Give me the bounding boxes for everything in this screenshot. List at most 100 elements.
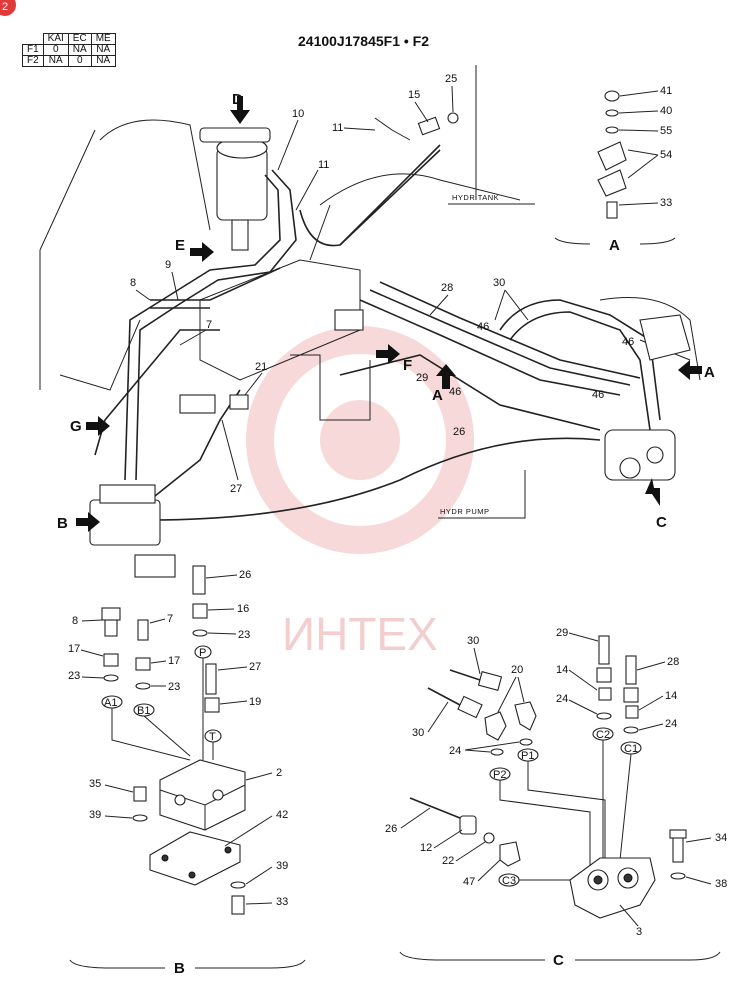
- detail-c: 30 30 20 24 P1 P2 C2 C1 C3 29 14: [385, 627, 727, 969]
- page-title: 24100J17845F1 • F2: [298, 33, 429, 49]
- table-row: F2 NA 0 NA: [22, 55, 116, 67]
- callout-46-a: 46: [477, 321, 489, 333]
- callout-29-c: 29: [556, 627, 568, 639]
- callout-10: 10: [292, 108, 304, 120]
- callout-54: 54: [660, 149, 672, 161]
- control-valve-b: [89, 484, 176, 578]
- page-badge: 2: [0, 0, 16, 16]
- view-label-g: G: [70, 418, 82, 435]
- callout-3: 3: [636, 926, 642, 938]
- callout-27-b: 27: [249, 661, 261, 673]
- table-cell: F2: [22, 55, 44, 67]
- port-p1: P1: [521, 750, 534, 762]
- callout-19: 19: [249, 696, 261, 708]
- table-cell: NA: [90, 55, 116, 67]
- callout-33-a: 33: [660, 197, 672, 209]
- callout-47: 47: [463, 876, 475, 888]
- callout-46-b: 46: [622, 336, 634, 348]
- view-label-a-right: A: [704, 364, 715, 381]
- callout-30-c2: 30: [412, 727, 424, 739]
- callout-24-c2: 24: [556, 693, 568, 705]
- view-label-a-main: A: [432, 387, 443, 404]
- pump-c: [604, 429, 676, 481]
- callout-26-b: 26: [239, 569, 251, 581]
- callout-11-mid: 11: [318, 159, 329, 171]
- view-label-b-detail: B: [174, 960, 185, 977]
- port-b1: B1: [137, 705, 150, 717]
- port-t: T: [209, 731, 216, 743]
- view-label-b: B: [57, 515, 68, 532]
- callout-9: 9: [165, 259, 171, 271]
- callout-24-c1: 24: [449, 745, 461, 757]
- callout-14-b: 14: [665, 690, 677, 702]
- callout-42: 42: [276, 809, 288, 821]
- callout-14-a: 14: [556, 664, 568, 676]
- table-header-row: KAI EC ME: [23, 33, 116, 45]
- detail-a: 41 40 55 54 33 A: [554, 85, 676, 254]
- callout-24-c3: 24: [665, 718, 677, 730]
- arrow-d-icon: [230, 96, 250, 124]
- callout-7: 7: [206, 319, 212, 331]
- port-c3: C3: [502, 875, 516, 887]
- arrow-a-right-icon: [678, 360, 702, 380]
- callout-30: 30: [493, 277, 505, 289]
- callout-16: 16: [237, 603, 249, 615]
- arrow-f-icon: [376, 344, 400, 364]
- callout-39-b: 39: [276, 860, 288, 872]
- arrow-c-icon: [645, 478, 660, 506]
- callout-2: 2: [276, 767, 282, 779]
- view-label-e: E: [175, 237, 185, 254]
- detail-b: 8 7 17 17 23 23 26 16 23 27 19 A1: [68, 565, 306, 977]
- callout-26-c: 26: [385, 823, 397, 835]
- callout-17-b: 17: [168, 655, 180, 667]
- filter-d: [199, 127, 271, 251]
- main-assembly: D: [39, 65, 715, 578]
- port-c1: C1: [624, 743, 638, 755]
- callout-33-b: 33: [276, 896, 288, 908]
- callout-26: 26: [453, 426, 465, 438]
- port-p: P: [199, 647, 206, 659]
- callout-35: 35: [89, 778, 101, 790]
- callout-39-a: 39: [89, 809, 101, 821]
- table-cell: KAI: [42, 33, 69, 45]
- callout-23-a: 23: [68, 670, 80, 682]
- callout-25: 25: [445, 73, 457, 85]
- callout-34: 34: [715, 832, 727, 844]
- arrow-g-icon: [86, 416, 110, 436]
- callout-8-b: 8: [72, 615, 78, 627]
- callout-8: 8: [130, 277, 136, 289]
- callout-28-c: 28: [667, 656, 679, 668]
- arrow-e-icon: [190, 242, 214, 262]
- callout-46-d: 46: [449, 386, 461, 398]
- callout-27: 27: [230, 483, 242, 495]
- table-cell: NA: [42, 55, 69, 67]
- callout-12: 12: [420, 842, 432, 854]
- arrow-b-icon: [76, 512, 100, 532]
- callout-23-c: 23: [238, 629, 250, 641]
- callout-28: 28: [441, 282, 453, 294]
- view-label-a-detail: A: [609, 237, 620, 254]
- view-label-c-detail: C: [553, 952, 564, 969]
- watermark-text: ИНТЕХ: [282, 608, 438, 660]
- callout-20: 20: [511, 664, 523, 676]
- callout-17-a: 17: [68, 643, 80, 655]
- port-a1: A1: [104, 697, 117, 709]
- callout-38: 38: [715, 878, 727, 890]
- port-p2: P2: [493, 769, 506, 781]
- watermark: ИНТЕХ: [246, 326, 474, 660]
- note-hydr-tank: HYDR TANK: [452, 193, 499, 202]
- callout-21: 21: [255, 361, 267, 373]
- callout-46-c: 46: [592, 389, 604, 401]
- view-label-c-main: C: [656, 514, 667, 531]
- callout-7-b: 7: [167, 613, 173, 625]
- port-c2: C2: [596, 729, 610, 741]
- variant-table: KAI EC ME F1 0 NA NA F2 NA 0 NA: [22, 33, 116, 67]
- callout-40: 40: [660, 105, 672, 117]
- callout-41: 41: [660, 85, 672, 97]
- callout-11-top: 11: [332, 122, 343, 134]
- arrow-a-icon: [436, 364, 456, 389]
- view-label-f: F: [403, 357, 412, 374]
- callout-29: 29: [416, 372, 428, 384]
- callout-22: 22: [442, 855, 454, 867]
